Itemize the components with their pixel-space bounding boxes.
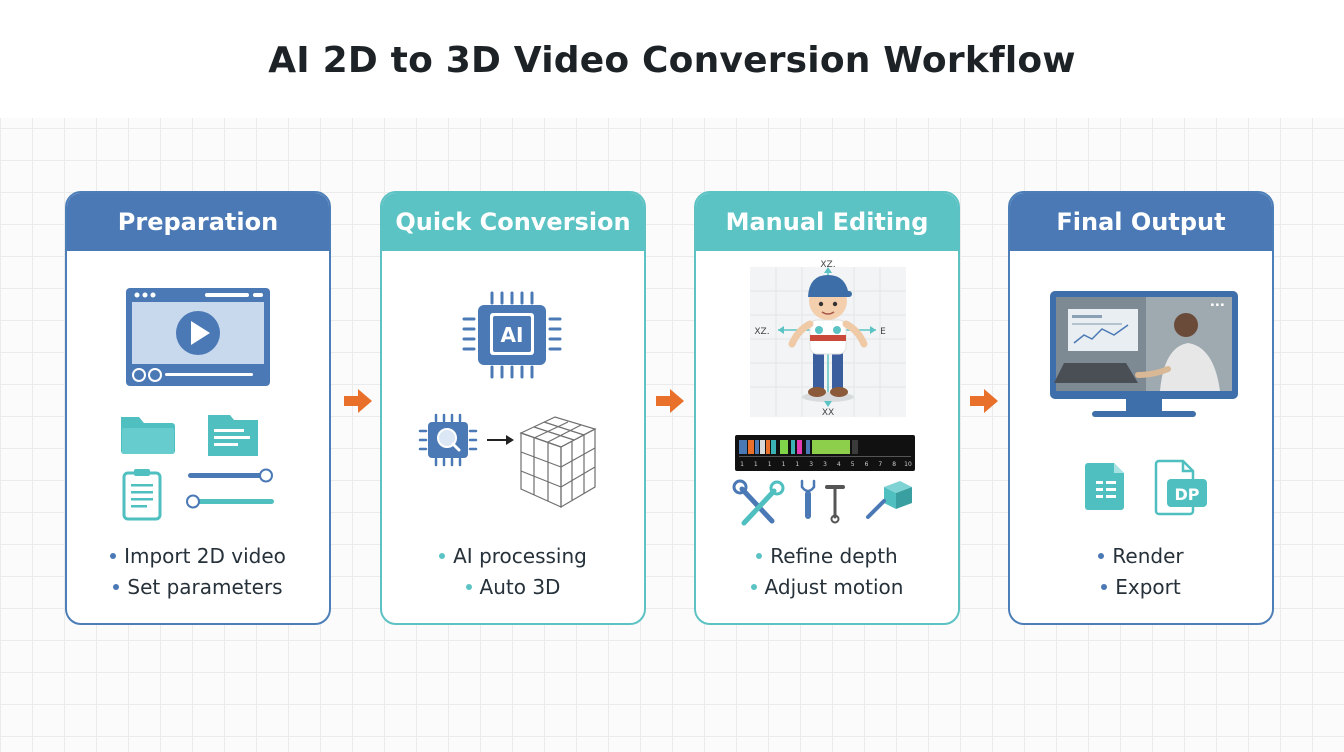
- step-header: Final Output: [1010, 193, 1272, 251]
- wrench-icon: [825, 485, 845, 524]
- 3d-character-icon: XZ. XZ. E XX: [750, 260, 906, 418]
- title-band: [0, 0, 1344, 118]
- flow-arrow-icon: [970, 389, 998, 413]
- step-card-quick-conversion: Quick Conversion AI: [380, 191, 646, 625]
- bullet-dot: [1101, 583, 1108, 590]
- slider-icon: [186, 468, 274, 509]
- timeline-tick-label: 3: [823, 461, 827, 468]
- bullet-dot: [113, 583, 120, 590]
- step-bullets: Import 2D video Set parameters: [67, 541, 329, 603]
- 3d-grid-cube-icon: [519, 416, 597, 509]
- bullet-item: Adjust motion: [696, 572, 958, 603]
- bullet-dot: [439, 552, 446, 559]
- axis-label: XZ.: [754, 327, 769, 337]
- spreadsheet-file-icon: [1085, 463, 1124, 510]
- timeline-tick-label: 5: [851, 461, 855, 468]
- axis-label: XZ.: [820, 260, 835, 270]
- timeline-tick-label: 1: [740, 461, 744, 468]
- bullet-item: Auto 3D: [382, 572, 644, 603]
- step-header: Manual Editing: [696, 193, 958, 251]
- preparation-illustration: [121, 288, 274, 521]
- final-output-illustration: ▪ ▪ ▪ DP: [1050, 291, 1238, 516]
- folder-icon: [121, 417, 175, 454]
- ai-chip-label: AI: [501, 323, 524, 347]
- bullet-item: Import 2D video: [67, 541, 329, 572]
- step-bullets: Render Export: [1010, 541, 1272, 603]
- document-icon: [208, 415, 258, 456]
- timeline-icon: [735, 435, 915, 471]
- timeline-tick-label: 3: [809, 461, 813, 468]
- timeline-tick-label: 6: [865, 461, 869, 468]
- step-bullets: AI processing Auto 3D: [382, 541, 644, 603]
- chip-scan-icon: [418, 413, 478, 467]
- timeline-tick-labels: 1 1 1 1 1 3 3 4 5 6 7 8 10: [740, 461, 912, 468]
- screwdriver-icon: [800, 479, 816, 519]
- dp-file-label: DP: [1174, 485, 1199, 504]
- arrow-right-icon: [487, 435, 514, 445]
- timeline-tick-label: 1: [782, 461, 786, 468]
- timeline-tick-label: 4: [837, 461, 841, 468]
- bullet-item: Refine depth: [696, 541, 958, 572]
- timeline-tick-label: 10: [904, 461, 912, 468]
- bullet-dot: [110, 552, 117, 559]
- step-card-manual-editing: Manual Editing: [694, 191, 960, 625]
- step-card-final-output: Final Output ▪ ▪ ▪: [1008, 191, 1274, 625]
- timeline-tick-label: 7: [878, 461, 882, 468]
- monitor-icon: ▪ ▪ ▪: [1050, 291, 1238, 417]
- axis-label: XX: [822, 408, 834, 418]
- flow-arrow-icon: [656, 389, 684, 413]
- timeline-tick-label: 1: [768, 461, 772, 468]
- page-title: AI 2D to 3D Video Conversion Workflow: [268, 40, 1076, 81]
- wrench-screwdriver-icon: [732, 479, 785, 526]
- bullet-item: Set parameters: [67, 572, 329, 603]
- video-player-icon: [126, 288, 270, 386]
- timeline-tick-label: 8: [892, 461, 896, 468]
- svg-text:▪ ▪ ▪: ▪ ▪ ▪: [1211, 302, 1224, 308]
- ai-chip-label-inner: [493, 316, 531, 352]
- flow-arrow-icon: [344, 389, 372, 413]
- axis-label: E: [880, 327, 886, 337]
- clipboard-icon: [122, 469, 162, 521]
- step-header: Preparation: [67, 193, 329, 251]
- bullet-dot: [1098, 552, 1105, 559]
- step-bullets: Refine depth Adjust motion: [696, 541, 958, 603]
- bullet-dot: [750, 583, 757, 590]
- ai-chip-icon: [462, 291, 562, 379]
- timeline-tick-label: 1: [754, 461, 758, 468]
- sculpt-tool-icon: [866, 481, 912, 519]
- bullet-item: Export: [1010, 572, 1272, 603]
- manual-editing-illustration: XZ. XZ. E XX 1 1 1 1 1 3 3 4 5 6 7 8 10: [732, 260, 915, 526]
- bullet-dot: [756, 552, 763, 559]
- bullet-item: AI processing: [382, 541, 644, 572]
- timeline-tick-label: 1: [795, 461, 799, 468]
- bullet-item: Render: [1010, 541, 1272, 572]
- bullet-dot: [465, 583, 472, 590]
- dp-file-icon: DP: [1154, 459, 1207, 516]
- step-card-preparation: Preparation: [65, 191, 331, 625]
- quick-conversion-illustration: AI: [418, 291, 597, 509]
- step-header: Quick Conversion: [382, 193, 644, 251]
